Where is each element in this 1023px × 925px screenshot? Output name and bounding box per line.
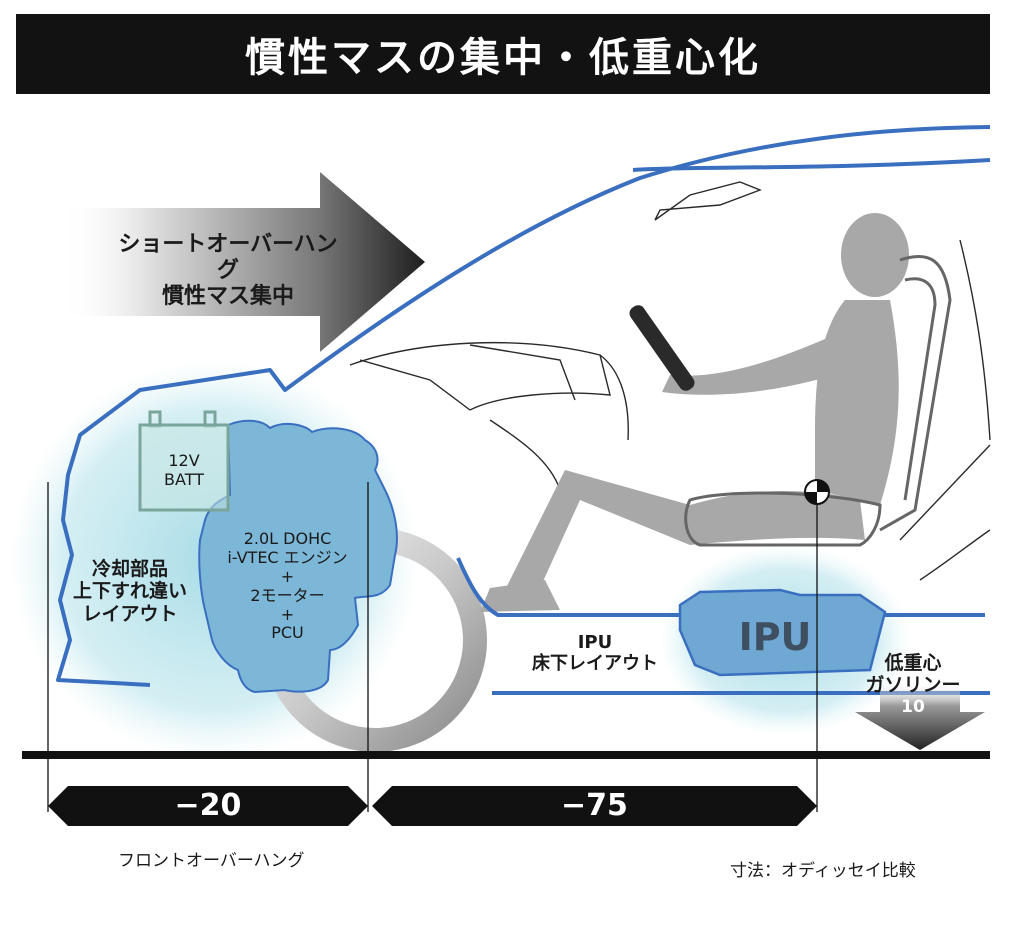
engine-block (198, 419, 398, 694)
title-bar: 慣性マスの集中・低重心化 (16, 14, 990, 94)
cooling-parts-label: 冷却部品 上下すれ違い レイアウト (72, 558, 187, 625)
battery-label: 12V BATT (164, 451, 204, 489)
front-overhang-caption: フロントオーバーハング (118, 851, 305, 871)
wheelbase-offset-value: −75 (561, 788, 628, 823)
ipu-caption: IPU 床下レイアウト (532, 632, 658, 675)
forward-arrow-graphic (60, 172, 425, 352)
short-overhang-label: ショートオーバーハン グ 慣性マス集中 (118, 232, 338, 309)
engine-label: 2.0L DOHC i-VTEC エンジン + 2モーター + PCU (227, 529, 348, 643)
diagram-title: 慣性マスの集中・低重心化 (245, 35, 761, 81)
source-note: 寸法：オディッセイ比較 (730, 861, 916, 881)
wheelbase-offset-dimension-bar (372, 786, 817, 826)
driver-silhouette (480, 213, 909, 612)
ground-line (22, 751, 990, 759)
interior-sketch (349, 181, 991, 581)
ipu-unit (678, 588, 887, 677)
ipu-unit-label: IPU (738, 615, 812, 659)
low-cog-label: 低重心 ガソリンー 10 (865, 652, 961, 717)
steering-wheel-icon (629, 305, 695, 391)
front-overhang-dimension-bar (48, 786, 368, 826)
seat-outline (684, 254, 952, 547)
center-of-gravity-icon (804, 479, 830, 505)
battery-icon (138, 410, 230, 512)
front-overhang-value: −20 (174, 788, 242, 823)
lower-cog-arrow-graphic (855, 682, 985, 750)
